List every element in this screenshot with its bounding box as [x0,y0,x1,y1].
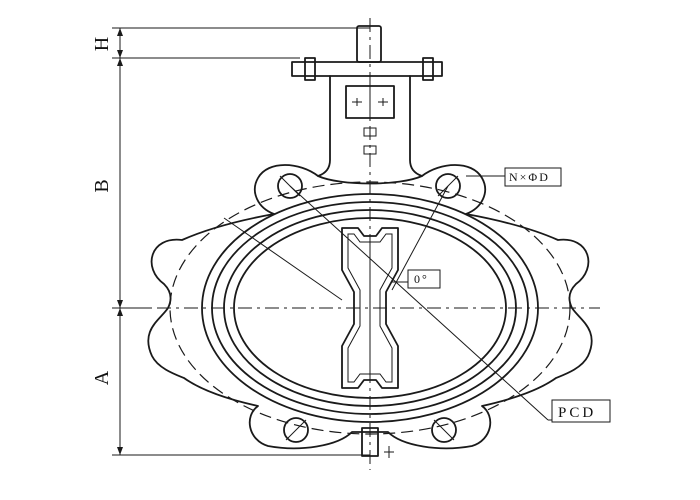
seat-rings [201,193,539,423]
pcd-circle [169,181,571,435]
valve-top-mount [291,25,443,177]
callout-bolt-holes: N×ΦD [504,167,562,187]
construction-lines [223,175,549,421]
dimension-label-h: H [91,37,113,51]
callout-angle-text: 0° [414,272,429,286]
callout-pcd: PCD [548,399,611,423]
callout-angle: 0° [392,269,441,289]
callout-pcd-text: PCD [558,405,596,421]
callout-bolt-holes-text: N×ΦD [509,170,550,184]
dimension-lines [112,27,370,456]
valve-disc [341,227,399,389]
valve-body-outline [147,164,593,450]
dimension-label-b: B [91,179,113,192]
bottom-plug [361,427,394,458]
dimension-label-a: A [91,370,113,385]
